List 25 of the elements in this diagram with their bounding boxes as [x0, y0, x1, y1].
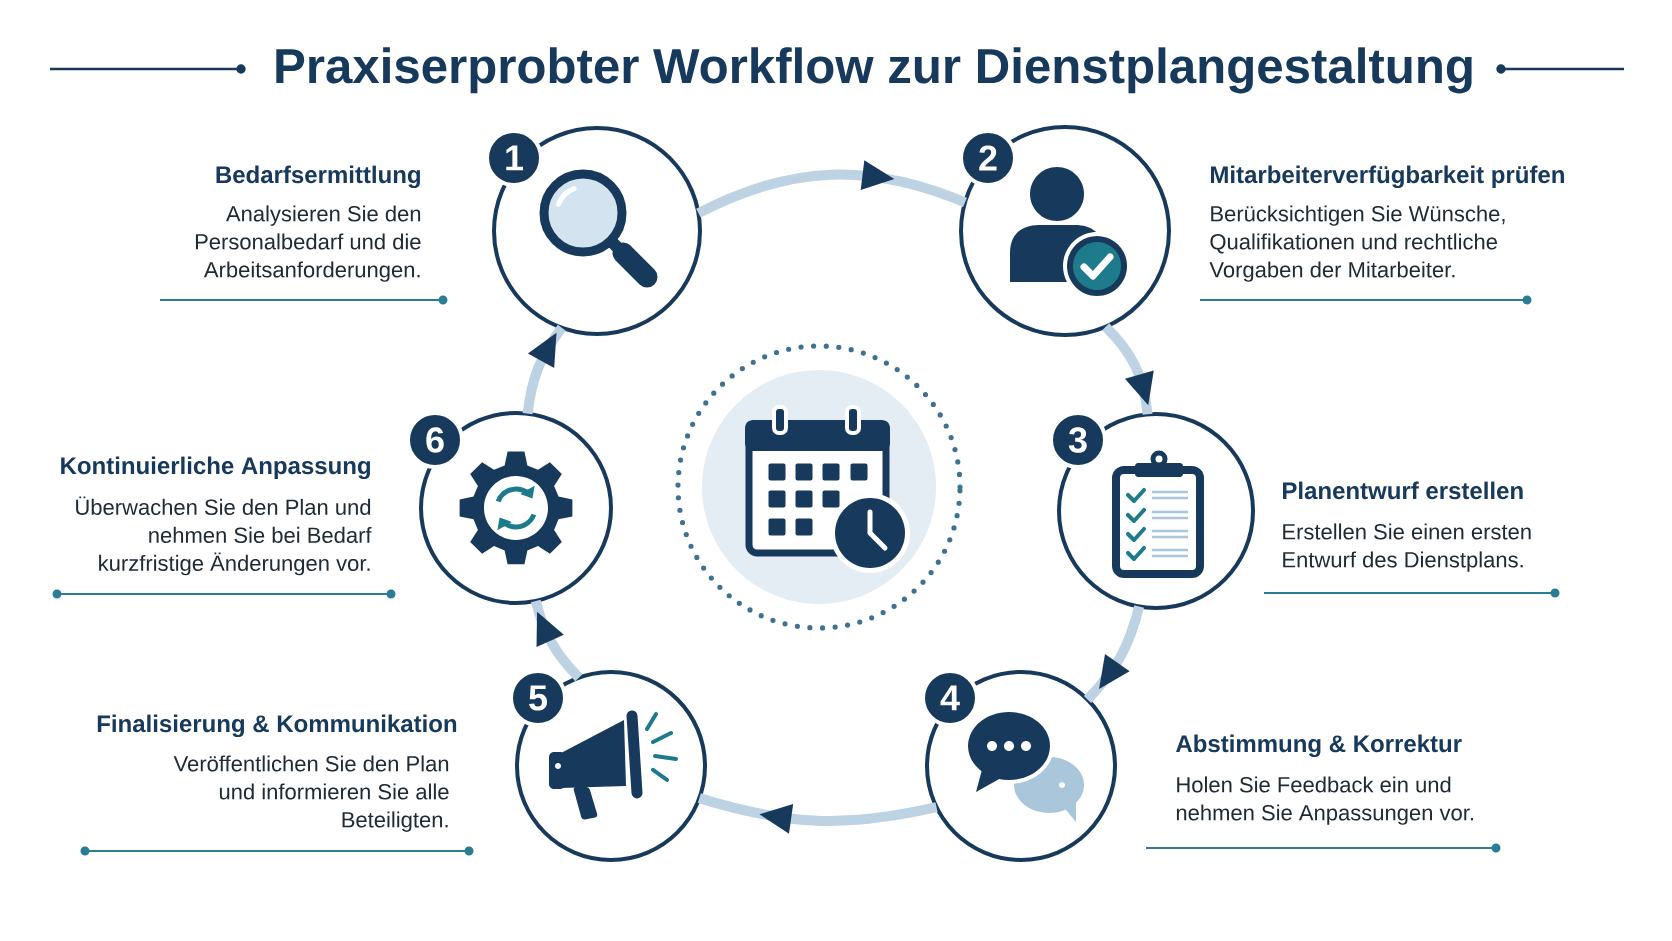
- step-description: Analysieren Sie den Personalbedarf und die Arbeitsanforderungen.: [195, 205, 421, 282]
- curved-arrow: [522, 324, 566, 415]
- step-description: Veröffentlichen Sie den Plan und informieren Sie alle Beteiligten.: [173, 755, 449, 832]
- number-badge: 2: [959, 129, 1017, 187]
- curved-arrow: [1083, 605, 1144, 703]
- step-heading: Bedarfsermittlung: [216, 165, 420, 189]
- step-heading: Kontinuierliche Anpassung: [61, 456, 370, 480]
- number-badge: 5: [509, 669, 567, 727]
- step-heading: Finalisierung & Kommunikation: [97, 714, 457, 738]
- number-badge: 1: [485, 129, 543, 187]
- number-badge: 3: [1049, 411, 1107, 469]
- curved-arrow: [697, 793, 938, 834]
- step-description: Holen Sie Feedback ein und nehmen Sie Anpassungen vor.: [1176, 776, 1473, 825]
- step-description: Berücksichtigen Sie Wünsche, Qualifikationen und rechtliche Vorgaben der Mitarbeiter.: [1209, 205, 1505, 282]
- number-badge: 4: [921, 669, 979, 727]
- step-description: Überwachen Sie den Plan und nehmen Sie bei Bedarf kurzfristige Änderungen vor.: [76, 496, 372, 576]
- curved-arrow: [530, 599, 583, 682]
- title: Praxiserprobter Workflow zur Dienstplangestaltung: [276, 47, 1472, 94]
- step-heading: Planentwurf erstellen: [1283, 481, 1523, 500]
- number-badge: 6: [406, 411, 464, 469]
- step-heading: Mitarbeiterverfügbarkeit prüfen: [1211, 165, 1564, 189]
- curved-arrow: [1102, 323, 1154, 415]
- step-description: Erstellen Sie einen ersten Entwurf des Dienstplans.: [1283, 523, 1531, 572]
- step-heading: Abstimmung & Korrektur: [1176, 734, 1462, 758]
- curved-arrow: [696, 160, 967, 218]
